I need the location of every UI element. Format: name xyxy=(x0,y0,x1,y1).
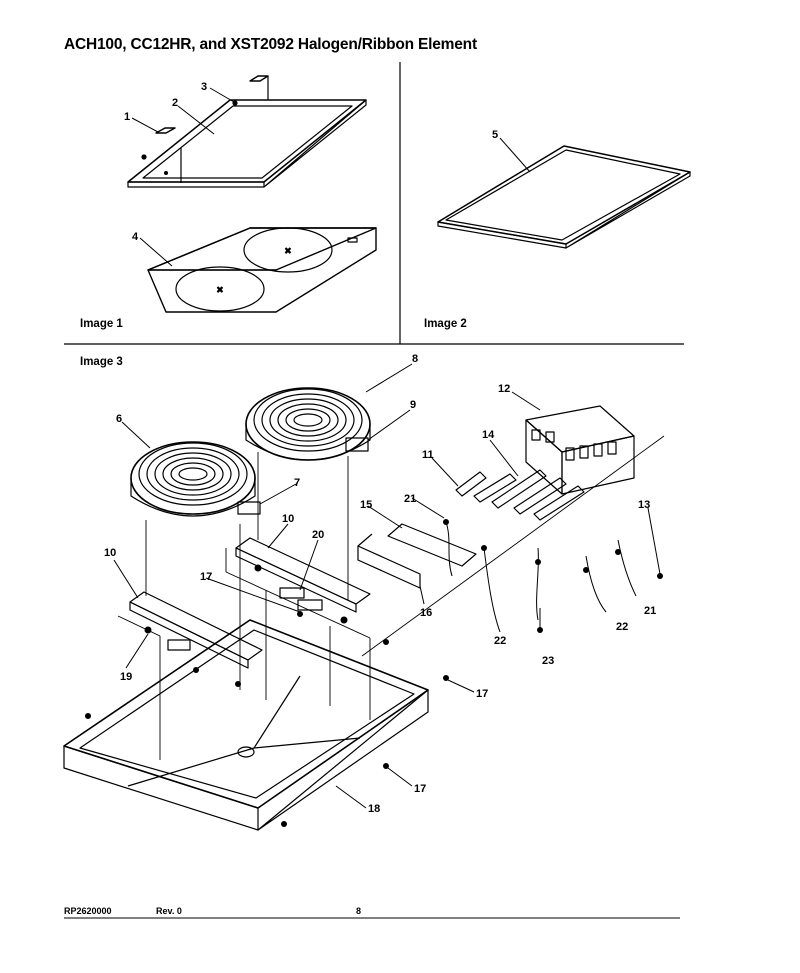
bracket-clip xyxy=(279,587,305,599)
ribbon-element-front xyxy=(130,441,256,517)
callout-11: 11 xyxy=(422,449,434,461)
callout-17-mid: 17 xyxy=(476,688,488,700)
callout-22-right: 22 xyxy=(616,621,628,633)
callout-17-lower: 17 xyxy=(414,783,426,795)
panel-label-image-3: Image 3 xyxy=(80,356,123,368)
bracket-clip xyxy=(167,639,191,651)
callout-10-lower: 10 xyxy=(104,547,116,559)
screw-icon xyxy=(85,564,449,827)
connector-leads xyxy=(455,469,585,521)
callout-9: 9 xyxy=(410,399,416,411)
callout-23: 23 xyxy=(542,655,554,667)
screw-icon xyxy=(141,100,238,175)
callout-4: 4 xyxy=(132,231,139,243)
limiter-front xyxy=(237,501,261,515)
trim-frame xyxy=(127,99,367,188)
glass-cooktop xyxy=(147,227,377,313)
base-pan xyxy=(63,619,429,831)
callout-8: 8 xyxy=(412,353,418,365)
callout-15: 15 xyxy=(360,499,372,511)
callout-1: 1 xyxy=(124,111,130,123)
glass-top-gasket xyxy=(437,145,691,249)
callout-2: 2 xyxy=(172,97,178,109)
callout-21-right: 21 xyxy=(644,605,656,617)
callout-19: 19 xyxy=(120,671,132,683)
callout-20: 20 xyxy=(312,529,324,541)
callout-22-left: 22 xyxy=(494,635,506,647)
callout-3: 3 xyxy=(201,81,207,93)
mounting-bracket-upper xyxy=(235,537,371,613)
panel-label-image-2: Image 2 xyxy=(424,318,467,330)
callout-21-left: 21 xyxy=(404,493,416,505)
mounting-bracket-lower xyxy=(129,591,263,669)
limiter-rear xyxy=(345,437,369,452)
footer-part-number: RP2620000 xyxy=(64,906,112,916)
callout-12: 12 xyxy=(498,383,510,395)
callout-18: 18 xyxy=(368,803,380,815)
burner-center-mark: × xyxy=(217,285,223,296)
footer-revision: Rev. 0 xyxy=(156,906,182,916)
terminal-block xyxy=(525,405,635,495)
callout-17-upper: 17 xyxy=(200,571,212,583)
callout-16: 16 xyxy=(420,607,432,619)
callout-5: 5 xyxy=(492,129,498,141)
wire-leads xyxy=(445,521,637,633)
wire-bracket xyxy=(357,523,477,589)
bracket-clip xyxy=(297,599,323,611)
footer-page-number: 8 xyxy=(356,906,362,916)
wire-terminal-icon xyxy=(443,519,663,633)
callout-7: 7 xyxy=(294,477,300,489)
burner-center-mark: × xyxy=(285,246,291,257)
frame-clips xyxy=(155,75,269,134)
callout-13: 13 xyxy=(638,499,650,511)
ribbon-element-rear xyxy=(245,387,371,461)
callout-10-upper: 10 xyxy=(282,513,294,525)
page-title: ACH100, CC12HR, and XST2092 Halogen/Ribb… xyxy=(64,36,477,53)
callout-14: 14 xyxy=(482,429,495,441)
panel-label-image-1: Image 1 xyxy=(80,318,123,330)
callout-6: 6 xyxy=(116,413,122,425)
